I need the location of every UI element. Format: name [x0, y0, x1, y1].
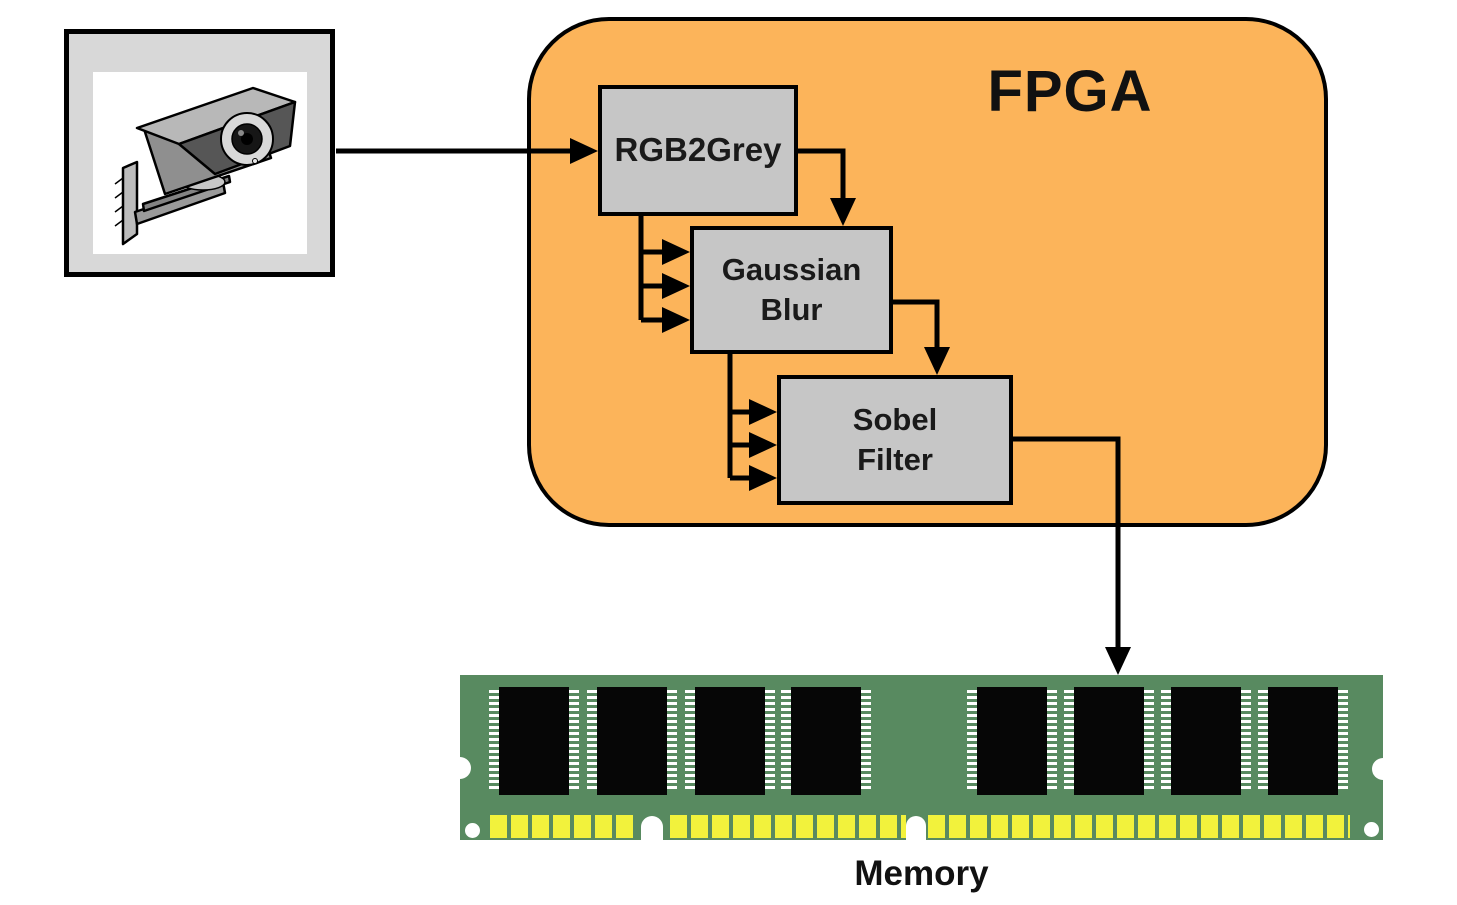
camera-image-panel [93, 72, 307, 254]
board-key-notch [906, 816, 926, 840]
block-gaussian-blur: Gaussian Blur [690, 226, 893, 354]
camera-frame [64, 29, 335, 277]
edge-connector-pins [670, 815, 906, 838]
memory-chip [489, 687, 579, 795]
board-mount-hole [465, 823, 480, 838]
edge-connector-pins [490, 815, 637, 838]
block-sobel-filter: Sobel Filter [777, 375, 1013, 505]
memory-chip [967, 687, 1057, 795]
memory-label: Memory [854, 854, 989, 893]
board-side-notch [449, 757, 471, 779]
memory-chip [781, 687, 871, 795]
block-rgb2grey: RGB2Grey [598, 85, 798, 216]
memory-chip [1161, 687, 1251, 795]
board-key-notch [641, 816, 663, 840]
block-sobel-filter-label: Sobel Filter [852, 402, 938, 477]
memory-chip [685, 687, 775, 795]
memory-chip [1064, 687, 1154, 795]
board-side-notch [1372, 758, 1394, 780]
block-gaussian-blur-label: Gaussian Blur [721, 252, 862, 327]
security-camera-icon [114, 86, 297, 246]
block-rgb2grey-label: RGB2Grey [614, 131, 782, 169]
memory-module-icon [449, 675, 1394, 840]
memory-chip [1258, 687, 1348, 795]
arrowhead [1105, 647, 1131, 675]
fpga-label: FPGA [987, 59, 1153, 124]
memory-chip [587, 687, 677, 795]
edge-connector-pins [928, 815, 1350, 838]
board-mount-hole [1364, 822, 1379, 837]
